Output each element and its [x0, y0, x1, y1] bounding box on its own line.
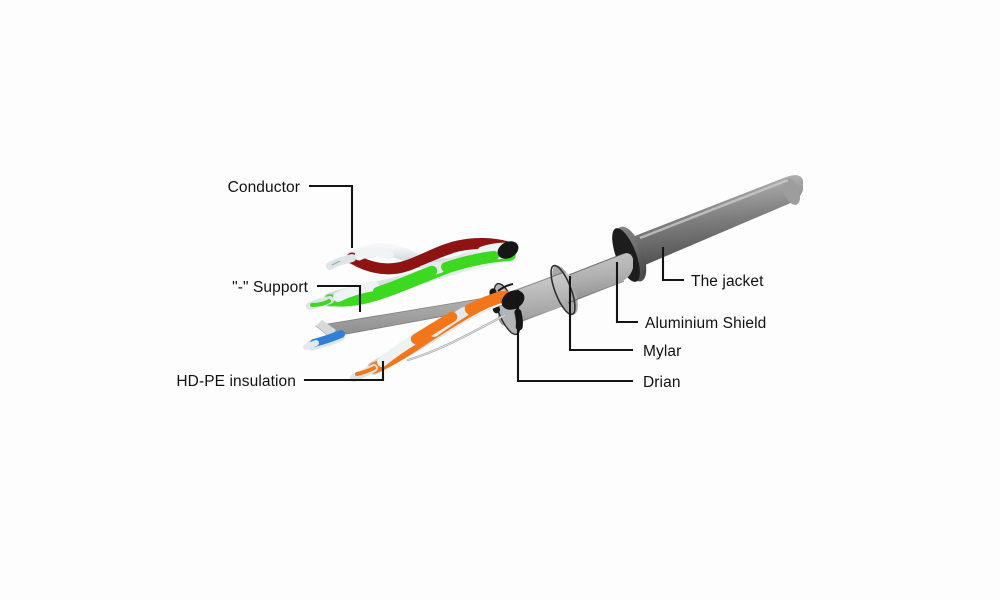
- green-pair-tip-green: [310, 299, 331, 307]
- green-pair-green-over-1: [372, 265, 438, 298]
- leader-support: [316, 284, 362, 313]
- wire-pair-orange: [350, 290, 512, 382]
- cable-assembly: [303, 175, 803, 382]
- label-mylar: Mylar: [643, 343, 681, 360]
- leader-jacket: [661, 246, 685, 282]
- leader-conductor: [308, 184, 354, 249]
- blue-wire-tip: [303, 340, 319, 350]
- green-pair-twist-1: [333, 281, 379, 302]
- brown-pair-twist-1: [354, 247, 394, 261]
- drain-wire-highlight: [407, 314, 506, 361]
- shield-bottom-edge: [567, 280, 625, 304]
- label-hdpe: HD-PE insulation: [176, 373, 296, 390]
- label-aluminium-shield: Aluminium Shield: [645, 315, 766, 332]
- leader-hdpe: [303, 360, 385, 382]
- orange-pair-tip-orange: [355, 366, 376, 376]
- brown-pair-brown-over: [401, 244, 455, 271]
- callout-leaders: [303, 184, 685, 383]
- label-drian: Drian: [643, 374, 681, 391]
- jacket-far-end: [782, 178, 801, 205]
- orange-pair-orange-over-1: [410, 311, 458, 345]
- green-pair-green-over-2: [441, 251, 499, 272]
- orange-pair-twist-1: [377, 336, 417, 367]
- mylar-top-edge: [507, 272, 563, 294]
- jacket-surface: [622, 175, 803, 270]
- label-conductor: Conductor: [228, 179, 300, 196]
- jacket-highlight: [639, 178, 789, 240]
- leader-mylar: [568, 275, 634, 352]
- brown-pair-tip-line: [331, 260, 341, 266]
- leader-drian: [516, 289, 634, 383]
- foil-inner-shadow: [497, 283, 514, 292]
- callout-labels: Conductor "-" Support HD-PE insulation D…: [176, 179, 766, 391]
- label-support: "-" Support: [232, 279, 308, 296]
- shield-top-edge: [565, 252, 626, 277]
- label-jacket: The jacket: [691, 273, 764, 290]
- leader-shield: [615, 261, 639, 324]
- wire-blue: [303, 330, 346, 351]
- support-tip: [316, 320, 336, 337]
- foil-gap-top: [497, 241, 519, 259]
- orange-pair-orange-over-2: [464, 290, 508, 315]
